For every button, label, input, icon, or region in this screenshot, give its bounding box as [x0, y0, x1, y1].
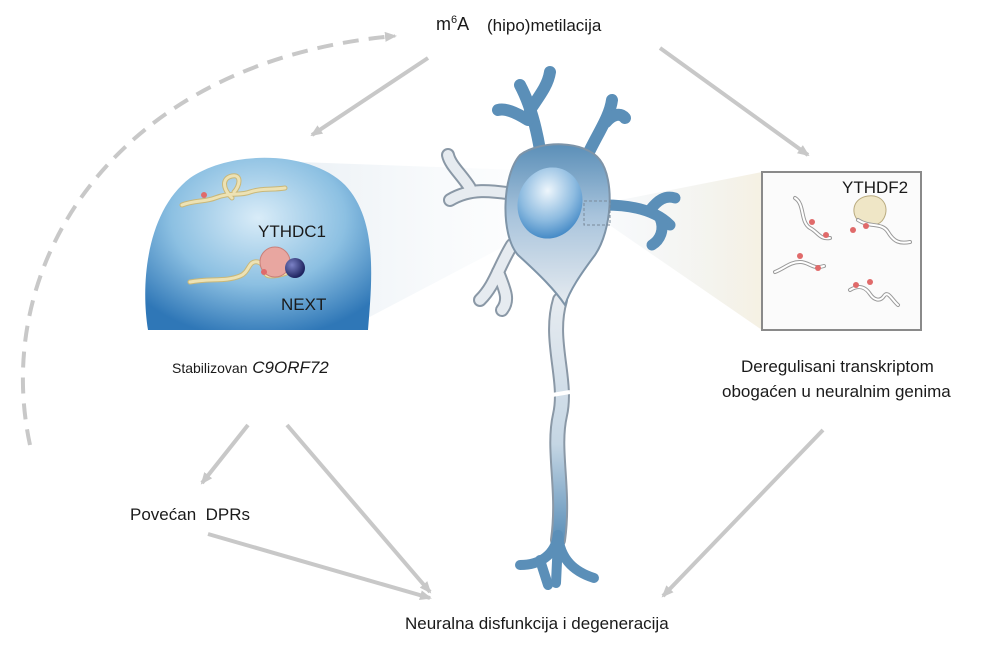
cytoplasm-zoom-cone — [605, 172, 762, 330]
arrow-dprs-to-outcome — [207, 532, 432, 601]
outcome-label: Neuralna disfunkcija i degeneracija — [405, 614, 669, 633]
nucleus-zoom — [145, 157, 372, 330]
ythdf2-label: YTHDF2 — [842, 178, 909, 197]
neuron-nucleus — [517, 167, 583, 239]
arrow-stabilized-to-dprs — [200, 423, 250, 485]
methylation-label: (hipo)metilacija — [487, 16, 602, 35]
transcriptome-line2: obogaćen u neuralnim genima — [722, 382, 951, 401]
m6a-superscript: 6 — [451, 14, 458, 26]
stabilized-label: Stabilizovan C9ORF72 — [172, 358, 329, 378]
ythdc1-label: YTHDC1 — [258, 222, 327, 241]
arrow-methylation-to-nucleus — [310, 56, 430, 137]
cytoplasm-zoom-box — [583, 200, 611, 226]
transcriptome-line1: Deregulisani transkriptom — [741, 357, 934, 376]
m6a-base: m — [436, 14, 451, 34]
feedback-dashed-arrow — [20, 31, 397, 446]
m6a-label: m6A — [436, 14, 469, 35]
neuron — [441, 66, 681, 590]
m6a-letter: A — [457, 14, 470, 34]
stabilized-gene: C9ORF72 — [252, 358, 329, 377]
stabilized-prefix: Stabilizovan — [172, 360, 248, 376]
dprs-label: Povećan DPRs — [130, 505, 250, 524]
arrow-methylation-to-cytoplasm — [658, 46, 810, 157]
next-complex — [285, 258, 305, 278]
next-label: NEXT — [281, 295, 327, 314]
arrow-transcriptome-to-outcome — [661, 428, 825, 598]
arrow-stabilized-to-outcome — [285, 423, 432, 594]
cytoplasm-zoom — [761, 171, 922, 331]
